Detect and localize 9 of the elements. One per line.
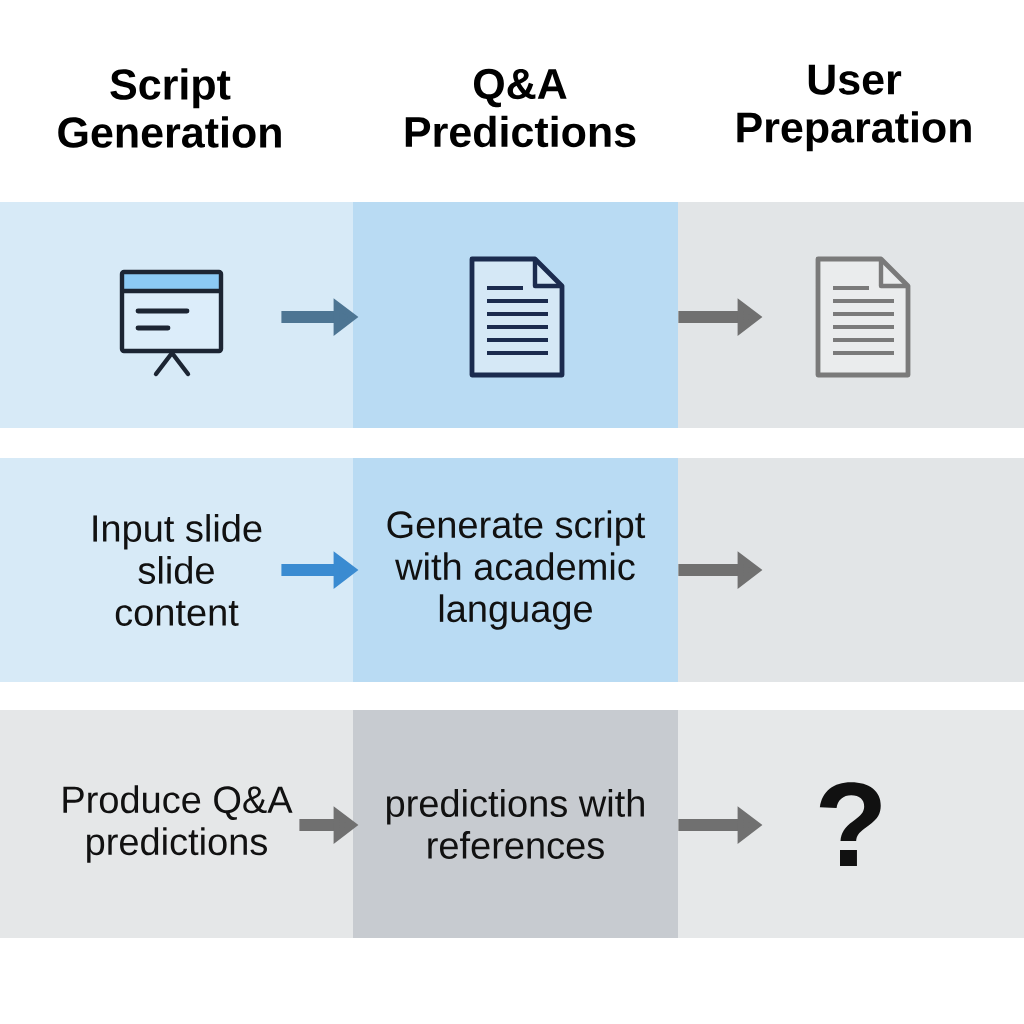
column-heading: Script Generation bbox=[58, 68, 281, 148]
grid-cell: Generate script with academic language bbox=[353, 458, 678, 682]
grid-cell: Input slide slide content bbox=[0, 458, 353, 682]
grid-cell bbox=[678, 458, 1024, 682]
grid-cell: Produce Q&A predictions bbox=[0, 710, 353, 938]
grid-cell: ? bbox=[678, 710, 1024, 938]
grid-cell: predictions with references bbox=[353, 710, 678, 938]
column-heading: Q&A Predictions bbox=[405, 68, 636, 148]
column-heading: User Preparation bbox=[737, 64, 971, 152]
